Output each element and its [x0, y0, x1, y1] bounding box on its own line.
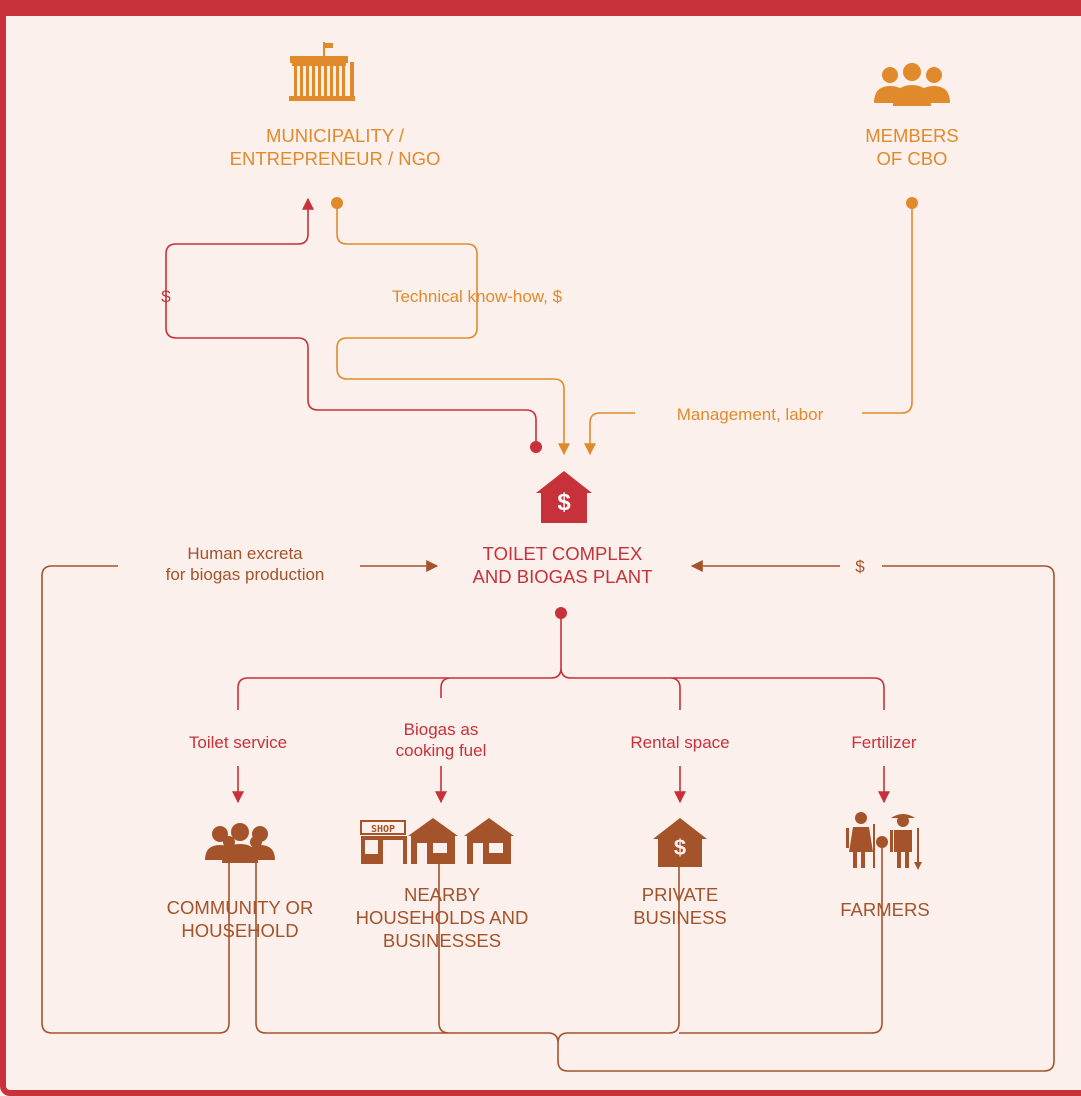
rental-space-label: Rental space [630, 733, 730, 752]
payment-bus-connector [255, 565, 1055, 1072]
house-dollar-icon: $ [536, 471, 592, 523]
svg-text:SHOP: SHOP [371, 824, 395, 835]
fertilizer-label: Fertilizer [851, 733, 917, 752]
farmers-payment-dot [876, 836, 888, 848]
people-group-icon [205, 823, 275, 863]
biogas-fuel-label: Biogas as cooking fuel [395, 720, 487, 760]
human-excreta-connector [41, 565, 230, 1034]
private-business-label: PRIVATE BUSINESS [633, 884, 727, 928]
complex-return-dot [530, 441, 542, 453]
cbo-label: MEMBERS OF CBO [865, 125, 959, 169]
toilet-service-label: Toilet service [188, 733, 288, 752]
municipality-label: MUNICIPALITY / ENTREPRENEUR / NGO [229, 125, 441, 169]
toilet-complex-label: TOILET COMPLEX AND BIOGAS PLANT [472, 543, 653, 587]
farmers-label: FARMERS [840, 899, 930, 920]
management-labor-connector [590, 203, 913, 454]
complex-output-dot [555, 607, 567, 619]
farmers-icon [846, 812, 922, 870]
distribution-connector [237, 614, 885, 710]
payment-to-complex-label: $ [855, 557, 865, 576]
house-dollar-icon: $ [653, 818, 707, 867]
nearby-label: NEARBY HOUSEHOLDS AND BUSINESSES [355, 884, 529, 951]
technical-knowhow-label: Technical know-how, $ [391, 287, 563, 306]
svg-text:$: $ [557, 489, 571, 516]
government-building-icon [289, 42, 355, 101]
svg-text:$: $ [674, 835, 686, 860]
shop-and-houses-icon: SHOP [360, 818, 514, 864]
technical-knowhow-connector [336, 203, 570, 456]
human-excreta-label: Human excreta for biogas production [165, 544, 325, 584]
payment-to-municipality-label: $ [161, 287, 171, 306]
people-group-icon [874, 63, 950, 106]
community-label: COMMUNITY OR HOUSEHOLD [166, 897, 314, 941]
cbo-dot [906, 197, 918, 209]
payment-to-municipality-connector [165, 197, 537, 447]
management-labor-label: Management, labor [676, 405, 824, 424]
municipality-dot [331, 197, 343, 209]
